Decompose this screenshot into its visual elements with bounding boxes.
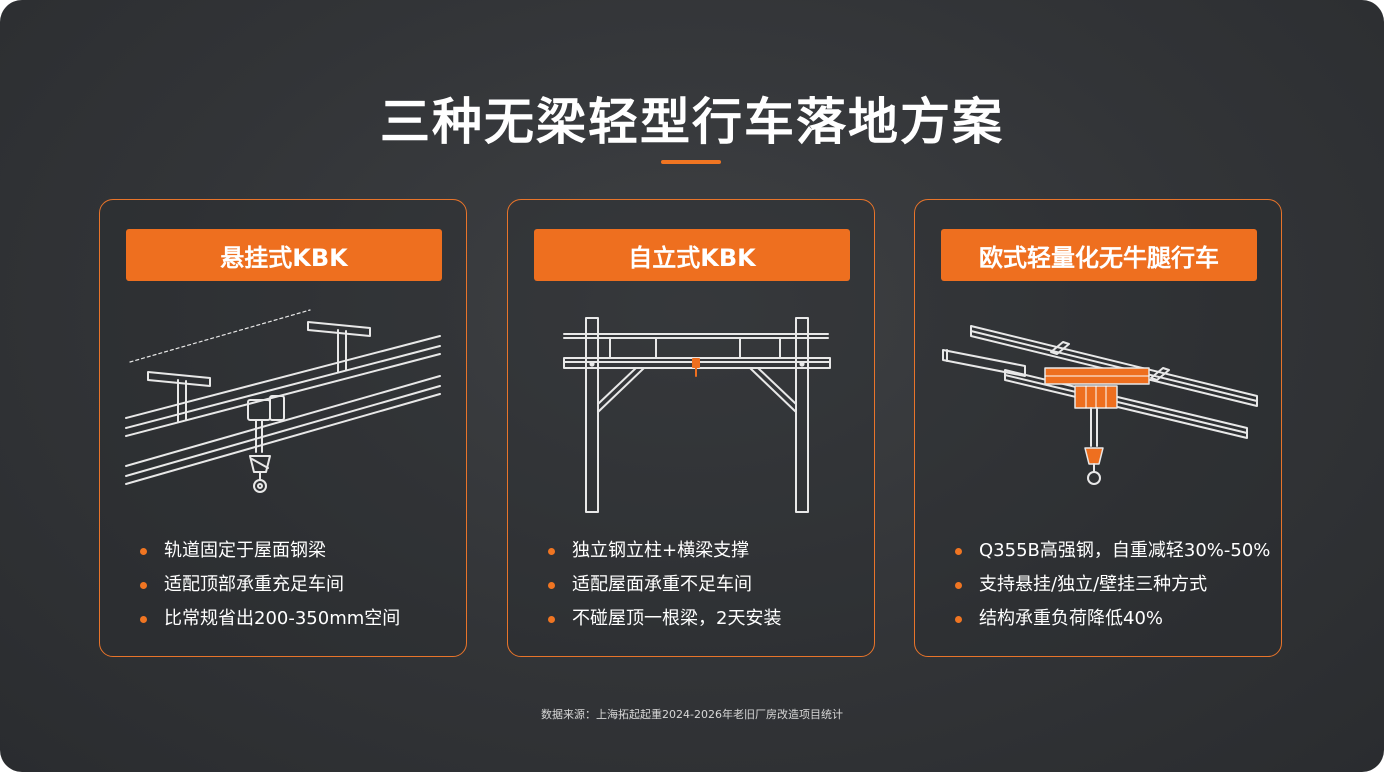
- card-freestanding-kbk: 自立式KBK 独立钢立柱+横梁支撑 适配屋面承重不足车间 不碰屋顶一根梁，2天安…: [507, 199, 875, 657]
- card-european-lightweight-crane: 欧式轻量化无牛腿行车 Q355B高强钢，自重减轻30%-50% 支持悬挂/独立/: [914, 199, 1282, 657]
- card-header: 悬挂式KBK: [126, 229, 442, 281]
- bullet-item: Q355B高强钢，自重减轻30%-50%: [955, 534, 1270, 568]
- bullet-item: 适配屋面承重不足车间: [548, 568, 781, 602]
- card-header: 欧式轻量化无牛腿行车: [941, 229, 1257, 281]
- bullet-item: 不碰屋顶一根梁，2天安装: [548, 602, 781, 636]
- bullet-item: 轨道固定于屋面钢梁: [140, 534, 400, 568]
- bullet-dot: [955, 616, 962, 623]
- card-bullets: Q355B高强钢，自重减轻30%-50% 支持悬挂/独立/壁挂三种方式 结构承重…: [955, 534, 1270, 636]
- suspended-kbk-crane-icon: [125, 309, 441, 493]
- freestanding-kbk-crane-icon: [563, 317, 831, 513]
- bullet-dot: [140, 616, 147, 623]
- bullet-item: 比常规省出200-350mm空间: [140, 602, 400, 636]
- bullet-dot: [140, 548, 147, 555]
- title-underline: [661, 160, 721, 164]
- bullet-dot: [548, 582, 555, 589]
- bullet-dot: [140, 582, 147, 589]
- bullet-dot: [548, 548, 555, 555]
- page-title: 三种无梁轻型行车落地方案: [380, 93, 1004, 151]
- card-bullets: 轨道固定于屋面钢梁 适配顶部承重充足车间 比常规省出200-350mm空间: [140, 534, 400, 636]
- bullet-dot: [548, 616, 555, 623]
- bullet-dot: [955, 548, 962, 555]
- card-suspended-kbk: 悬挂式KBK 轨道固定于屋面钢梁 适配: [99, 199, 467, 657]
- bullet-item: 独立钢立柱+横梁支撑: [548, 534, 781, 568]
- bullet-item: 支持悬挂/独立/壁挂三种方式: [955, 568, 1270, 602]
- source-footnote: 数据来源：上海拓起起重2024-2026年老旧厂房改造项目统计: [541, 708, 843, 721]
- card-bullets: 独立钢立柱+横梁支撑 适配屋面承重不足车间 不碰屋顶一根梁，2天安装: [548, 534, 781, 636]
- bullet-item: 结构承重负荷降低40%: [955, 602, 1270, 636]
- bullet-dot: [955, 582, 962, 589]
- european-lightweight-crane-icon: [942, 325, 1258, 485]
- bullet-item: 适配顶部承重充足车间: [140, 568, 400, 602]
- card-header: 自立式KBK: [534, 229, 850, 281]
